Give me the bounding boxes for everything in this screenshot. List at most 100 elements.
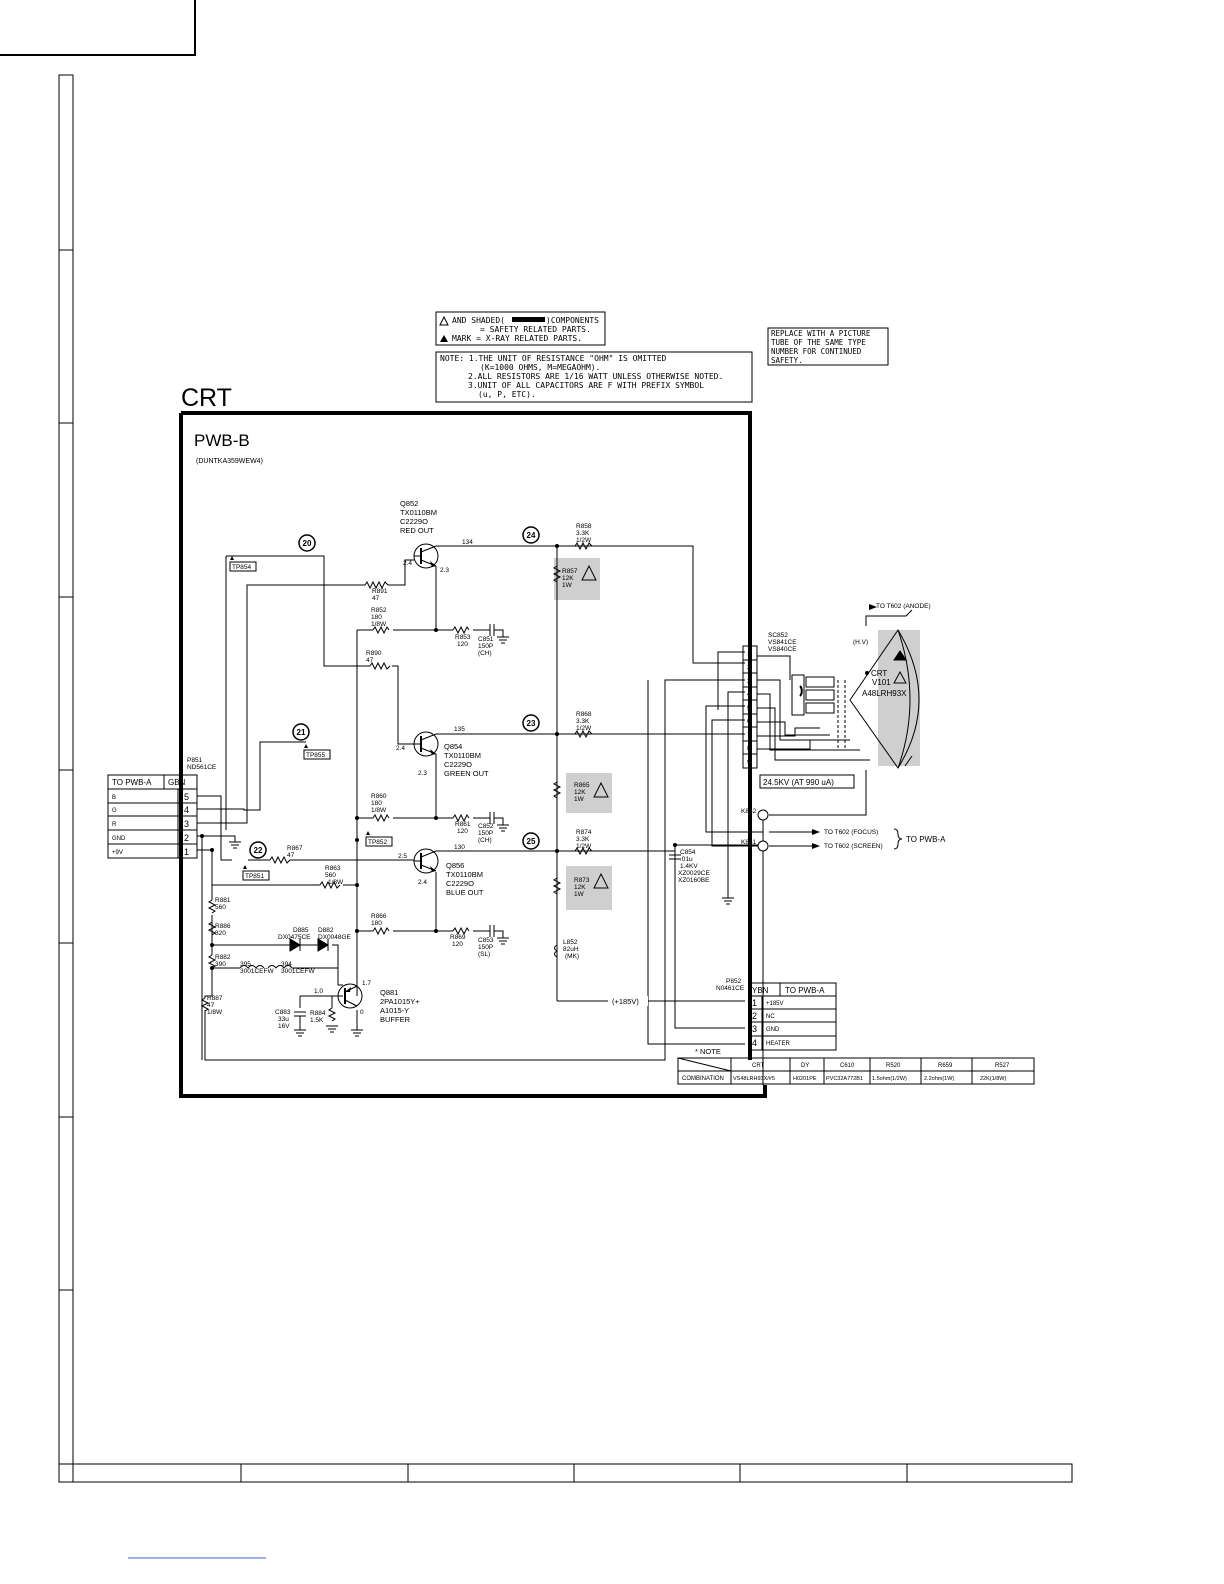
svg-text:21: 21 — [297, 728, 306, 737]
safety-legend: AND SHADED( )COMPONENTS = SAFETY RELATED… — [435, 311, 606, 346]
svg-text:(+185V): (+185V) — [612, 997, 639, 1006]
svg-text:R886: R886 — [215, 923, 231, 930]
waveform-markers: 20 21 22 23 24 25 — [249, 526, 540, 859]
svg-text:+185V: +185V — [766, 1001, 784, 1007]
svg-text:R865: R865 — [574, 782, 590, 789]
svg-text:1W: 1W — [574, 891, 585, 898]
svg-text:R863: R863 — [325, 865, 341, 872]
svg-text:TX0110BM: TX0110BM — [400, 508, 437, 517]
svg-text:Q856: Q856 — [446, 861, 464, 870]
svg-text:1: 1 — [184, 847, 189, 857]
transistor-labels: Q852 TX0110BM C2229O RED OUT 2.4 2.3 134… — [314, 499, 489, 1024]
svg-text:1/2W: 1/2W — [576, 725, 592, 732]
svg-text:2.ALL RESISTORS ARE 1/16 WATT: 2.ALL RESISTORS ARE 1/16 WATT UNLESS OTH… — [468, 372, 723, 381]
svg-text:R858: R858 — [576, 523, 592, 530]
svg-text:BLUE OUT: BLUE OUT — [446, 888, 484, 897]
svg-text:L852: L852 — [563, 939, 578, 946]
svg-text:D885: D885 — [293, 927, 309, 934]
svg-text:2.3: 2.3 — [440, 567, 449, 574]
svg-text:16V: 16V — [278, 1023, 290, 1030]
svg-text:1/8W: 1/8W — [371, 621, 387, 628]
svg-text:.01u: .01u — [680, 856, 693, 863]
svg-text:2.4: 2.4 — [418, 879, 427, 886]
svg-text:R891: R891 — [372, 588, 388, 595]
svg-text:SC852: SC852 — [768, 632, 788, 639]
replace-note: REPLACE WITH A PICTURE TUBE OF THE SAME … — [767, 327, 889, 366]
crt-tube: CRT V101 A48LRH93X (H.V) TO T602 (ANODE)… — [759, 603, 931, 789]
svg-text:2: 2 — [184, 833, 189, 843]
svg-text:3: 3 — [747, 678, 751, 685]
svg-text:1/8W: 1/8W — [207, 1009, 223, 1016]
svg-text:47: 47 — [372, 595, 380, 602]
svg-text:20: 20 — [303, 539, 312, 548]
svg-text:CRT: CRT — [752, 1063, 765, 1069]
svg-text:(K=1000 OHMS, M=MEGAOHM).: (K=1000 OHMS, M=MEGAOHM). — [480, 363, 600, 372]
svg-text:TP852: TP852 — [368, 839, 388, 846]
svg-text:(H.V): (H.V) — [853, 639, 868, 646]
safety-shading — [554, 558, 920, 910]
svg-text:D882: D882 — [318, 927, 334, 934]
svg-text:7: 7 — [747, 732, 751, 739]
svg-text:R881: R881 — [215, 897, 231, 904]
notes-box: NOTE: 1.THE UNIT OF RESISTANCE "OHM" IS … — [435, 351, 753, 403]
svg-text:R520: R520 — [886, 1063, 901, 1069]
svg-text:GND: GND — [112, 836, 126, 842]
svg-text:3.3K: 3.3K — [576, 530, 590, 537]
svg-text:NOTE: 1.THE UNIT OF RESISTANCE: NOTE: 1.THE UNIT OF RESISTANCE "OHM" IS … — [440, 354, 667, 363]
svg-text:R868: R868 — [576, 711, 592, 718]
svg-text:120: 120 — [457, 828, 468, 835]
svg-text:1.5K: 1.5K — [310, 1017, 324, 1024]
svg-text:23: 23 — [527, 719, 536, 728]
svg-text:2: 2 — [752, 1011, 757, 1021]
svg-text:1/2W: 1/2W — [576, 843, 592, 850]
svg-text:C853: C853 — [478, 937, 494, 944]
svg-text:3.UNIT OF ALL CAPACITORS ARE F: 3.UNIT OF ALL CAPACITORS ARE F WITH PREF… — [468, 381, 704, 390]
svg-text:TO T602 (SCREEN): TO T602 (SCREEN) — [824, 843, 883, 850]
svg-text:G: G — [112, 808, 117, 814]
svg-text:1W: 1W — [562, 582, 573, 589]
svg-text:(CH): (CH) — [478, 650, 492, 657]
svg-text:R873: R873 — [574, 877, 590, 884]
ground-symbols — [229, 636, 734, 1037]
svg-text:R867: R867 — [287, 845, 303, 852]
svg-text:12K: 12K — [574, 884, 586, 891]
svg-text:560: 560 — [325, 872, 336, 879]
svg-text:TX0110BM: TX0110BM — [446, 870, 483, 879]
transistor-q852 — [413, 543, 439, 569]
svg-text:VS48LRH93X/#5: VS48LRH93X/#5 — [733, 1076, 775, 1082]
svg-text:+9V: +9V — [112, 850, 123, 856]
svg-text:150P: 150P — [478, 830, 493, 837]
svg-text:* NOTE: * NOTE — [695, 1047, 721, 1056]
svg-text:Q881: Q881 — [380, 988, 398, 997]
svg-text:390: 390 — [215, 961, 226, 968]
svg-text:AND SHADED(: AND SHADED( — [452, 316, 505, 325]
svg-text:1W: 1W — [574, 796, 585, 803]
svg-text:H0201PE: H0201PE — [793, 1076, 817, 1082]
svg-text:TO T602 (FOCUS): TO T602 (FOCUS) — [824, 829, 878, 836]
svg-text:24.5KV (AT 990 uA): 24.5KV (AT 990 uA) — [763, 778, 834, 787]
svg-text:135: 135 — [454, 726, 465, 733]
combination-table: * NOTE CRT DY C610 R520 R659 R527 COMBIN… — [677, 1047, 1035, 1085]
svg-text:R884: R884 — [310, 1010, 326, 1017]
svg-text:2.2ohm(1W): 2.2ohm(1W) — [924, 1076, 954, 1082]
svg-text:180: 180 — [371, 614, 382, 621]
board-name: PWB-B — [194, 431, 250, 450]
svg-text:9: 9 — [747, 759, 751, 766]
svg-text:REPLACE WITH A PICTURE: REPLACE WITH A PICTURE — [771, 329, 871, 338]
svg-text:3: 3 — [752, 1024, 757, 1034]
svg-text:2PA1015Y+: 2PA1015Y+ — [380, 997, 420, 1006]
connector-ybn: P852 N0461CE YBN TO PWB-A 1 +185V 2 NC 3… — [557, 978, 837, 1051]
svg-text:47: 47 — [287, 852, 295, 859]
svg-text:TP855: TP855 — [306, 752, 326, 759]
safety-marks — [581, 564, 907, 889]
svg-text:134: 134 — [462, 539, 473, 546]
diode-coil-labels: D885 DX0475CE D882 DX0048GE 395 3001CEFW… — [240, 927, 579, 975]
svg-text:XZ0160BE: XZ0160BE — [678, 877, 710, 884]
svg-text:YBN: YBN — [752, 986, 769, 995]
svg-text:= SAFETY RELATED PARTS.: = SAFETY RELATED PARTS. — [480, 325, 591, 334]
svg-text:3001CEFW: 3001CEFW — [240, 968, 274, 975]
svg-text:TP854: TP854 — [232, 564, 252, 571]
svg-text:4: 4 — [184, 805, 189, 815]
svg-text:(u, P, ETC).: (u, P, ETC). — [478, 390, 536, 399]
svg-text:22: 22 — [254, 846, 263, 855]
